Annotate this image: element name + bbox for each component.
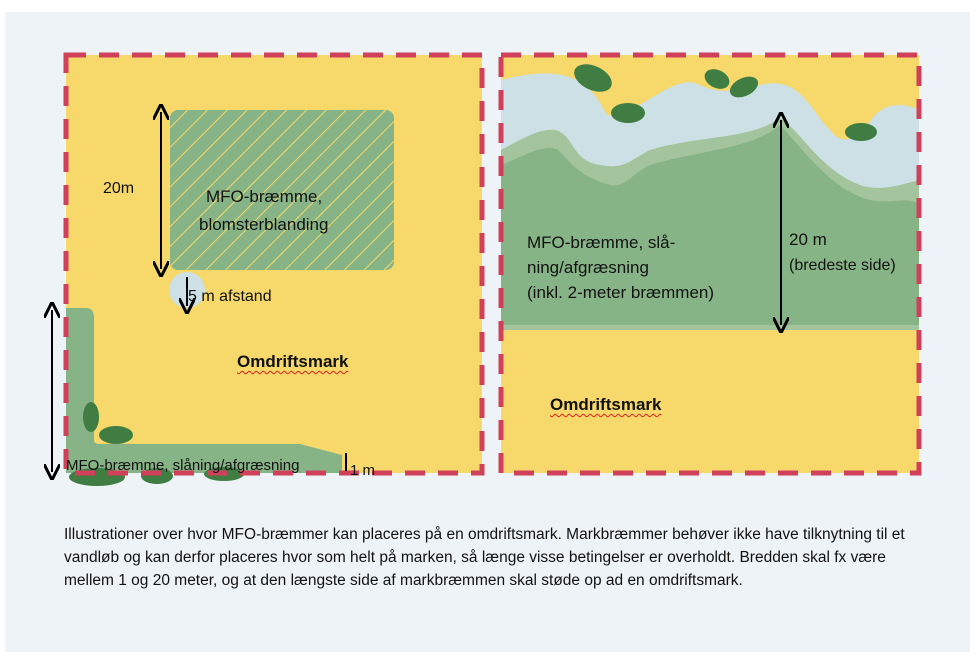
bush-icon [611,103,645,123]
flower-strip [170,110,394,270]
bush-icon [729,76,759,98]
border-strip-label: MFO-bræmme, slåning/afgræsning [66,457,300,474]
right-height-label: 20 m [789,230,827,249]
right-field-label: Omdriftsmark [550,395,662,414]
bush-icon [99,426,133,444]
left-field-label: Omdriftsmark [237,352,349,371]
right-height-note: (bredeste side) [789,257,896,274]
l-shaped-strip [66,308,342,473]
flower-strip-label-line2: blomsterblanding [199,215,329,234]
distance-label: 5 m afstand [188,288,272,305]
right-strip-label-line1: MFO-bræmme, slå- [527,233,676,252]
bush-icon [83,402,99,432]
right-strip-label-line3: (inkl. 2-meter bræmmen) [527,283,715,302]
width-label: 1 m [350,462,376,479]
height-label: 20m [103,180,135,197]
wide-strip [501,125,919,325]
right-strip-label-line2: ning/afgræsning [527,258,649,277]
bush-icon [704,69,730,89]
flower-strip-label-line1: MFO-bræmme, [206,187,323,206]
bush-icon [845,123,877,141]
bush-icon [574,64,612,92]
figure-caption: Illustrationer over hvor MFO-bræmmer kan… [64,526,905,589]
left-field-boundary [63,52,485,476]
right-field-boundary [498,52,922,476]
